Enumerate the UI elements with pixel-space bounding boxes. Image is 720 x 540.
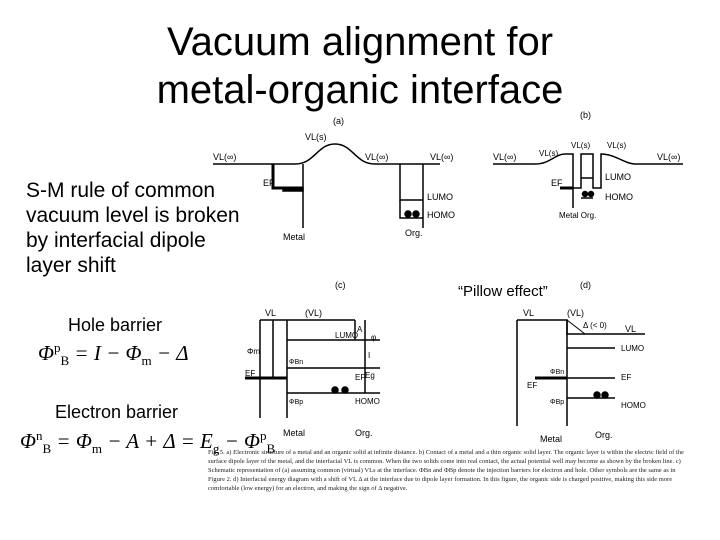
- panel-c-lumo-label: LUMO: [335, 331, 358, 340]
- panel-b-tag: (b): [580, 110, 591, 120]
- panel-c-metal-label: Metal: [283, 428, 305, 438]
- panel-b-electron-2: [587, 190, 595, 198]
- electron-eq-rhs1-sub: m: [91, 441, 102, 457]
- panel-a-fermi-level: [271, 164, 303, 190]
- panel-c-homo-label: HOMO: [355, 397, 380, 406]
- panel-c: [245, 319, 380, 418]
- panel-c-electron-2: [341, 386, 349, 394]
- electron-eq-rhs3-sub: B: [266, 441, 276, 457]
- panel-d-vl-1: VL: [523, 308, 534, 318]
- panel-d-ef-1: EF: [527, 381, 537, 390]
- panel-b-vl-inf-right: VL(∞): [657, 152, 680, 162]
- panel-c-eg: Eg: [365, 371, 375, 380]
- electron-eq-lhs-sub: B: [42, 441, 52, 457]
- panel-a-lumo: [399, 164, 423, 201]
- hole-eq-rhs: = I − Φ: [74, 341, 142, 365]
- panel-d-vl-3: VL: [625, 324, 636, 334]
- panel-d-metal-label: Metal: [540, 434, 562, 444]
- electron-eq-rhs2: − A + Δ = E: [107, 429, 213, 453]
- panel-d-electron-2: [601, 391, 609, 399]
- electron-barrier-equation: ΦnB = Φm − A + Δ = Eg − ΦpB: [20, 428, 275, 457]
- panel-c-vl-paren: (VL): [305, 308, 322, 318]
- panel-c-phi: φ: [371, 333, 376, 342]
- panel-a: [213, 143, 440, 228]
- bullet-text: S-M rule of common vacuum level is broke…: [26, 179, 240, 277]
- panel-c-ef-2: EF: [355, 373, 365, 382]
- panel-a-tag: (a): [333, 116, 344, 126]
- electron-eq-lhs: Φ: [20, 429, 36, 453]
- panel-a-metal-label: Metal: [283, 232, 305, 242]
- hole-eq-rhs-sub: m: [141, 353, 152, 369]
- panel-b-ef: EF: [551, 178, 563, 188]
- electron-eq-rhs2-sub: g: [212, 441, 220, 457]
- electron-eq-rhs3-sup: p: [260, 428, 267, 443]
- panel-c-tag: (c): [335, 280, 346, 290]
- panel-c-ef-1: EF: [245, 369, 255, 378]
- panel-b-electron-1: [581, 190, 589, 198]
- panel-b-vl-s-3: VL(s): [607, 141, 626, 150]
- page-title: Vacuum alignment for metal-organic inter…: [110, 18, 610, 114]
- panel-d-org-label: Org.: [595, 430, 613, 440]
- panel-b-homo-label: HOMO: [605, 192, 633, 202]
- panel-a-homo: [399, 200, 423, 219]
- panel-a-vl-s: VL(s): [305, 132, 327, 142]
- electron-eq-rhs3: − Φ: [224, 429, 260, 453]
- panel-b-lumo-label: LUMO: [605, 172, 631, 182]
- panel-d-ef-2: EF: [621, 373, 631, 382]
- panel-c-electron-1: [331, 386, 339, 394]
- panel-b: [493, 153, 683, 208]
- panel-b-vl-s-1: VL(s): [539, 149, 558, 158]
- panel-b-vl-inf-left: VL(∞): [493, 152, 516, 162]
- panel-b-vl-s-2: VL(s): [571, 141, 590, 150]
- electron-barrier-label: Electron barrier: [55, 402, 179, 422]
- panel-a-electron-2: [412, 210, 420, 218]
- figure-caption: Fig. 5. a) Electronic structure of a met…: [208, 449, 684, 492]
- panel-a-lumo-label: LUMO: [427, 192, 453, 202]
- panel-d: [516, 319, 645, 426]
- panel-a-electron-1: [404, 210, 412, 218]
- panel-c-a: A: [357, 325, 363, 334]
- hole-eq-lhs: Φ: [38, 341, 54, 365]
- panel-d-tag: (d): [580, 280, 591, 290]
- panel-a-vl-inf-left: VL(∞): [213, 152, 236, 162]
- panel-a-vl-inf-mid: VL(∞): [365, 152, 388, 162]
- title-line-1: Vacuum alignment for: [166, 20, 554, 64]
- electron-eq-rhs1: = Φ: [56, 429, 92, 453]
- panel-d-phi-bn: ΦBn: [550, 369, 564, 376]
- hole-eq-lhs-sub: B: [60, 353, 70, 369]
- pillow-effect-label: “Pillow effect”: [458, 283, 548, 300]
- panel-b-metal-org-label: Metal Org.: [559, 211, 596, 220]
- panel-d-vl-slope: [566, 319, 586, 335]
- hole-eq-lhs-sup: p: [54, 340, 61, 355]
- panel-a-vl-inf-right: VL(∞): [430, 152, 453, 162]
- panel-d-lumo-label: LUMO: [621, 344, 644, 353]
- panel-c-i: I: [368, 351, 370, 360]
- panel-c-phi-m: Φm: [247, 347, 260, 356]
- panel-c-vl: VL: [265, 308, 276, 318]
- panel-c-org-label: Org.: [355, 428, 373, 438]
- hole-eq-tail: − Δ: [156, 341, 189, 365]
- title-line-2: metal-organic interface: [156, 68, 564, 112]
- panel-d-delta: Δ (< 0): [583, 321, 607, 330]
- panel-c-phi-bn: ΦBn: [289, 359, 303, 366]
- panel-a-ef: EF: [263, 178, 275, 188]
- panel-d-phi-bp: ΦBp: [550, 399, 564, 406]
- panel-c-phi-bp: ΦBp: [289, 399, 303, 406]
- panel-d-electron-1: [593, 391, 601, 399]
- panel-a-vacuum-level: [213, 143, 440, 165]
- panel-b-vacuum-level: [493, 153, 683, 189]
- panel-d-vl-2: (VL): [567, 308, 584, 318]
- hole-barrier-label: Hole barrier: [68, 315, 163, 335]
- energy-diagram-figure: (a) VL(∞) VL(s) VL(∞) VL(∞) EF LUMO HOMO…: [213, 110, 683, 444]
- panel-a-org-label: Org.: [405, 228, 423, 238]
- panel-a-metal-fill: [282, 187, 304, 192]
- panel-d-homo-label: HOMO: [621, 401, 646, 410]
- electron-eq-lhs-sup: n: [36, 428, 43, 443]
- hole-barrier-equation: ΦpB = I − Φm − Δ: [38, 340, 189, 369]
- panel-a-homo-label: HOMO: [427, 210, 455, 220]
